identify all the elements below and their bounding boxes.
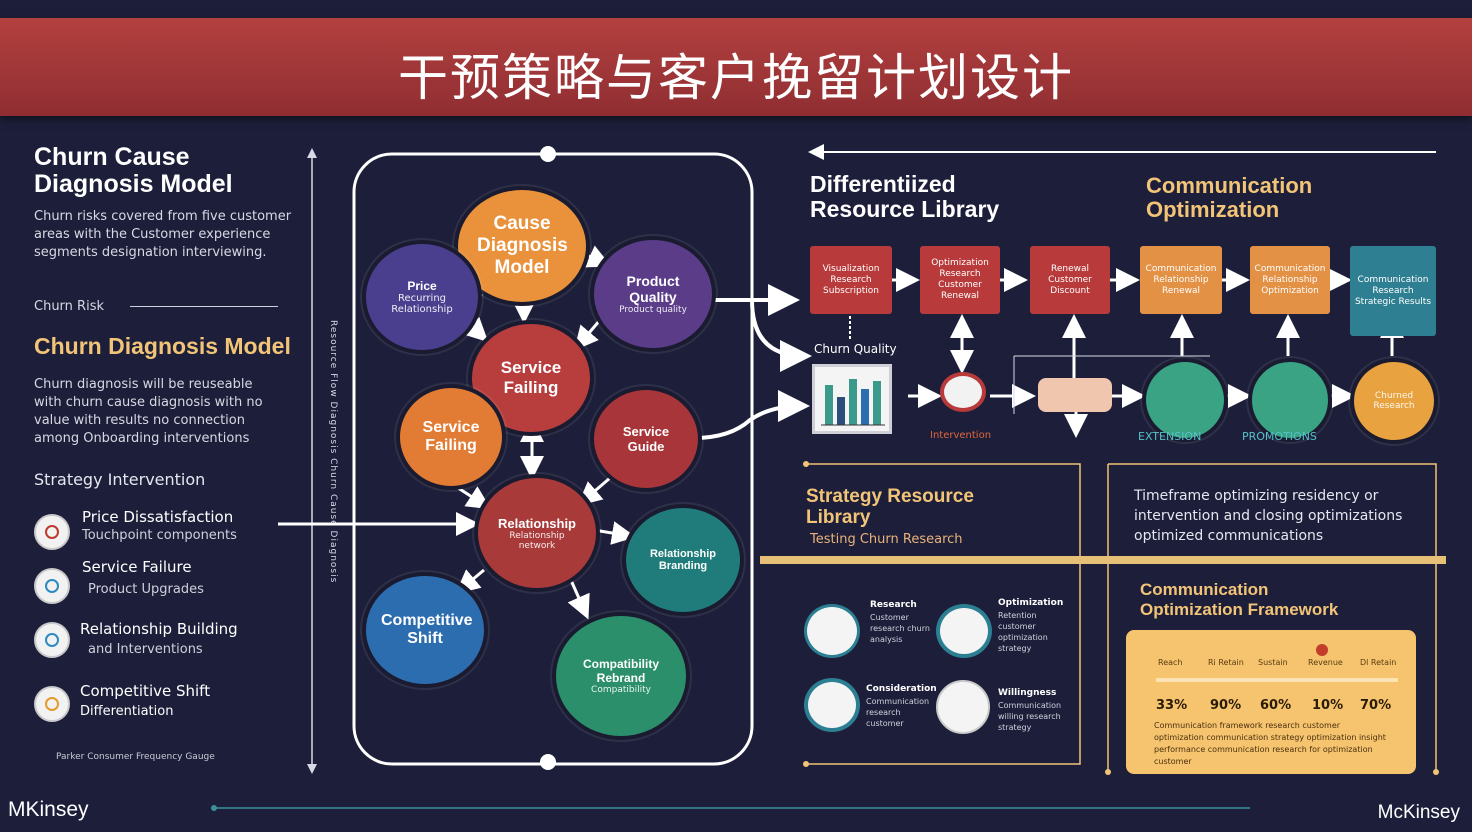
- scale-label-3: Sustain: [1258, 658, 1288, 667]
- node-relationship[interactable]: Relationship Relationship network: [474, 474, 600, 592]
- scale-label-2: Ri Retain: [1208, 658, 1244, 667]
- legend-service-sub: Product Upgrades: [88, 582, 204, 597]
- resource-box-3[interactable]: Renewal Customer Discount: [1030, 246, 1110, 314]
- research-icon: [804, 604, 860, 658]
- framework-text: Communication framework research custome…: [1154, 721, 1386, 766]
- consideration-icon: [804, 678, 860, 732]
- legend-competitive-sub: Differentiation: [80, 704, 174, 719]
- churned-research-bubble[interactable]: Churned Research: [1350, 358, 1438, 444]
- scale-label-4: Revenue: [1308, 658, 1343, 667]
- scale-value-1: 33%: [1156, 698, 1188, 713]
- willingness-title: Willingness: [998, 688, 1057, 698]
- extension-bubble[interactable]: [1142, 358, 1228, 442]
- resource-box-5[interactable]: Communication Relationship Optimization: [1250, 246, 1330, 314]
- consideration-title: Consideration: [866, 684, 937, 694]
- node-price[interactable]: Price Recurring Relationship: [362, 240, 482, 354]
- research-desc: Customer research churn analysis: [870, 613, 930, 644]
- willingness-icon: [936, 680, 990, 734]
- scale-value-4: 10%: [1312, 698, 1344, 713]
- strategy-resource-heading: Strategy Resource Library: [806, 486, 974, 528]
- scale-value-3: 60%: [1260, 698, 1292, 713]
- promotions-label: PROMOTIONS: [1242, 430, 1317, 443]
- resource-box-6[interactable]: Communication Research Strategic Results: [1350, 246, 1436, 336]
- resource-box-2[interactable]: Optimization Research Customer Renewal: [920, 246, 1000, 314]
- communication-description: Timeframe optimizing residency or interv…: [1134, 488, 1403, 544]
- chart-label: Churn Quality: [814, 342, 897, 356]
- price-icon: [34, 514, 70, 550]
- promotions-bubble[interactable]: [1248, 358, 1332, 442]
- scale-value-5: 70%: [1360, 698, 1392, 713]
- left-footnote: Parker Consumer Frequency Gauge: [56, 752, 215, 762]
- left-heading-churn-diagnosis: Churn Diagnosis Model: [34, 333, 291, 359]
- research-title: Research: [870, 600, 917, 610]
- left-paragraph-2: Churn diagnosis will be reuseable with c…: [34, 377, 263, 446]
- axis-label: Resource Flow Diagnosis Churn Cause Diag…: [328, 320, 338, 584]
- node-product-quality[interactable]: Product Quality Product quality: [590, 236, 716, 352]
- consideration-desc: Communication research customer: [866, 697, 930, 728]
- service-icon: [34, 568, 70, 604]
- heading-communication-optimization: Communication Optimization: [1146, 173, 1313, 222]
- node-competitive-shift[interactable]: Competitive Shift: [362, 572, 488, 688]
- left-paragraph-1: Churn risks covered from five customer a…: [34, 209, 292, 260]
- framework-track: [1156, 678, 1398, 682]
- churn-risk-label: Churn Risk: [34, 299, 104, 314]
- legend-service-title: Service Failure: [82, 558, 192, 576]
- node-service-failing-left[interactable]: Service Failing: [396, 384, 506, 490]
- optimization-icon: [936, 604, 992, 658]
- left-heading-diagnosis: Churn Cause Diagnosis Model: [34, 143, 233, 198]
- optimization-desc: Retention customer optimization strategy: [998, 611, 1048, 653]
- legend-price-sub: Touchpoint components: [82, 528, 237, 543]
- strategy-intervention-label: Strategy Intervention: [34, 470, 206, 489]
- node-compatibility-rebrand[interactable]: Compatibility Rebrand Compatibility: [552, 612, 690, 740]
- mini-bar-chart: [812, 364, 892, 434]
- framework-panel: Reach Ri Retain Sustain Revenue Dl Retai…: [1126, 630, 1416, 774]
- node-service-guide[interactable]: Service Guide: [590, 386, 702, 492]
- legend-relationship-title: Relationship Building: [80, 620, 238, 638]
- willingness-desc: Communication willing research strategy: [998, 701, 1062, 732]
- competitive-icon: [34, 686, 70, 722]
- legend-price-title: Price Dissatisfaction: [82, 508, 234, 526]
- heading-resource-library: Differentiized Resource Library: [810, 171, 1000, 222]
- comm-framework-heading: Communication Optimization Framework: [1140, 580, 1339, 619]
- strategy-resource-sub: Testing Churn Research: [810, 532, 963, 547]
- scale-label-5: Dl Retain: [1360, 658, 1397, 667]
- legend-competitive-title: Competitive Shift: [80, 682, 211, 700]
- scale-label-1: Reach: [1158, 658, 1183, 667]
- footer-logo-right: McKinsey: [1377, 802, 1460, 823]
- framework-marker: [1316, 644, 1328, 656]
- footer-logo-left: MKinsey: [8, 798, 89, 821]
- left-vertical-axis: [307, 148, 317, 774]
- resource-box-1[interactable]: Visualization Research Subscription: [810, 246, 892, 314]
- extension-label: EXTENSION: [1138, 430, 1202, 443]
- optimization-title: Optimization: [998, 598, 1064, 608]
- page-title: 干预策略与客户挽留计划设计: [398, 49, 1074, 107]
- gauge-icon: [940, 372, 986, 412]
- intervention-label: Intervention: [930, 430, 992, 441]
- hand-icon: [1038, 378, 1112, 412]
- churn-risk-rule: [130, 306, 278, 307]
- scale-value-2: 90%: [1210, 698, 1242, 713]
- relationship-icon: [34, 622, 70, 658]
- title-banner: 干预策略与客户挽留计划设计: [0, 18, 1472, 116]
- legend-relationship-sub: and Interventions: [88, 642, 203, 657]
- resource-box-4[interactable]: Communication Relationship Renewal: [1140, 246, 1222, 314]
- node-relationship-branding[interactable]: Relationship Branding: [622, 504, 744, 616]
